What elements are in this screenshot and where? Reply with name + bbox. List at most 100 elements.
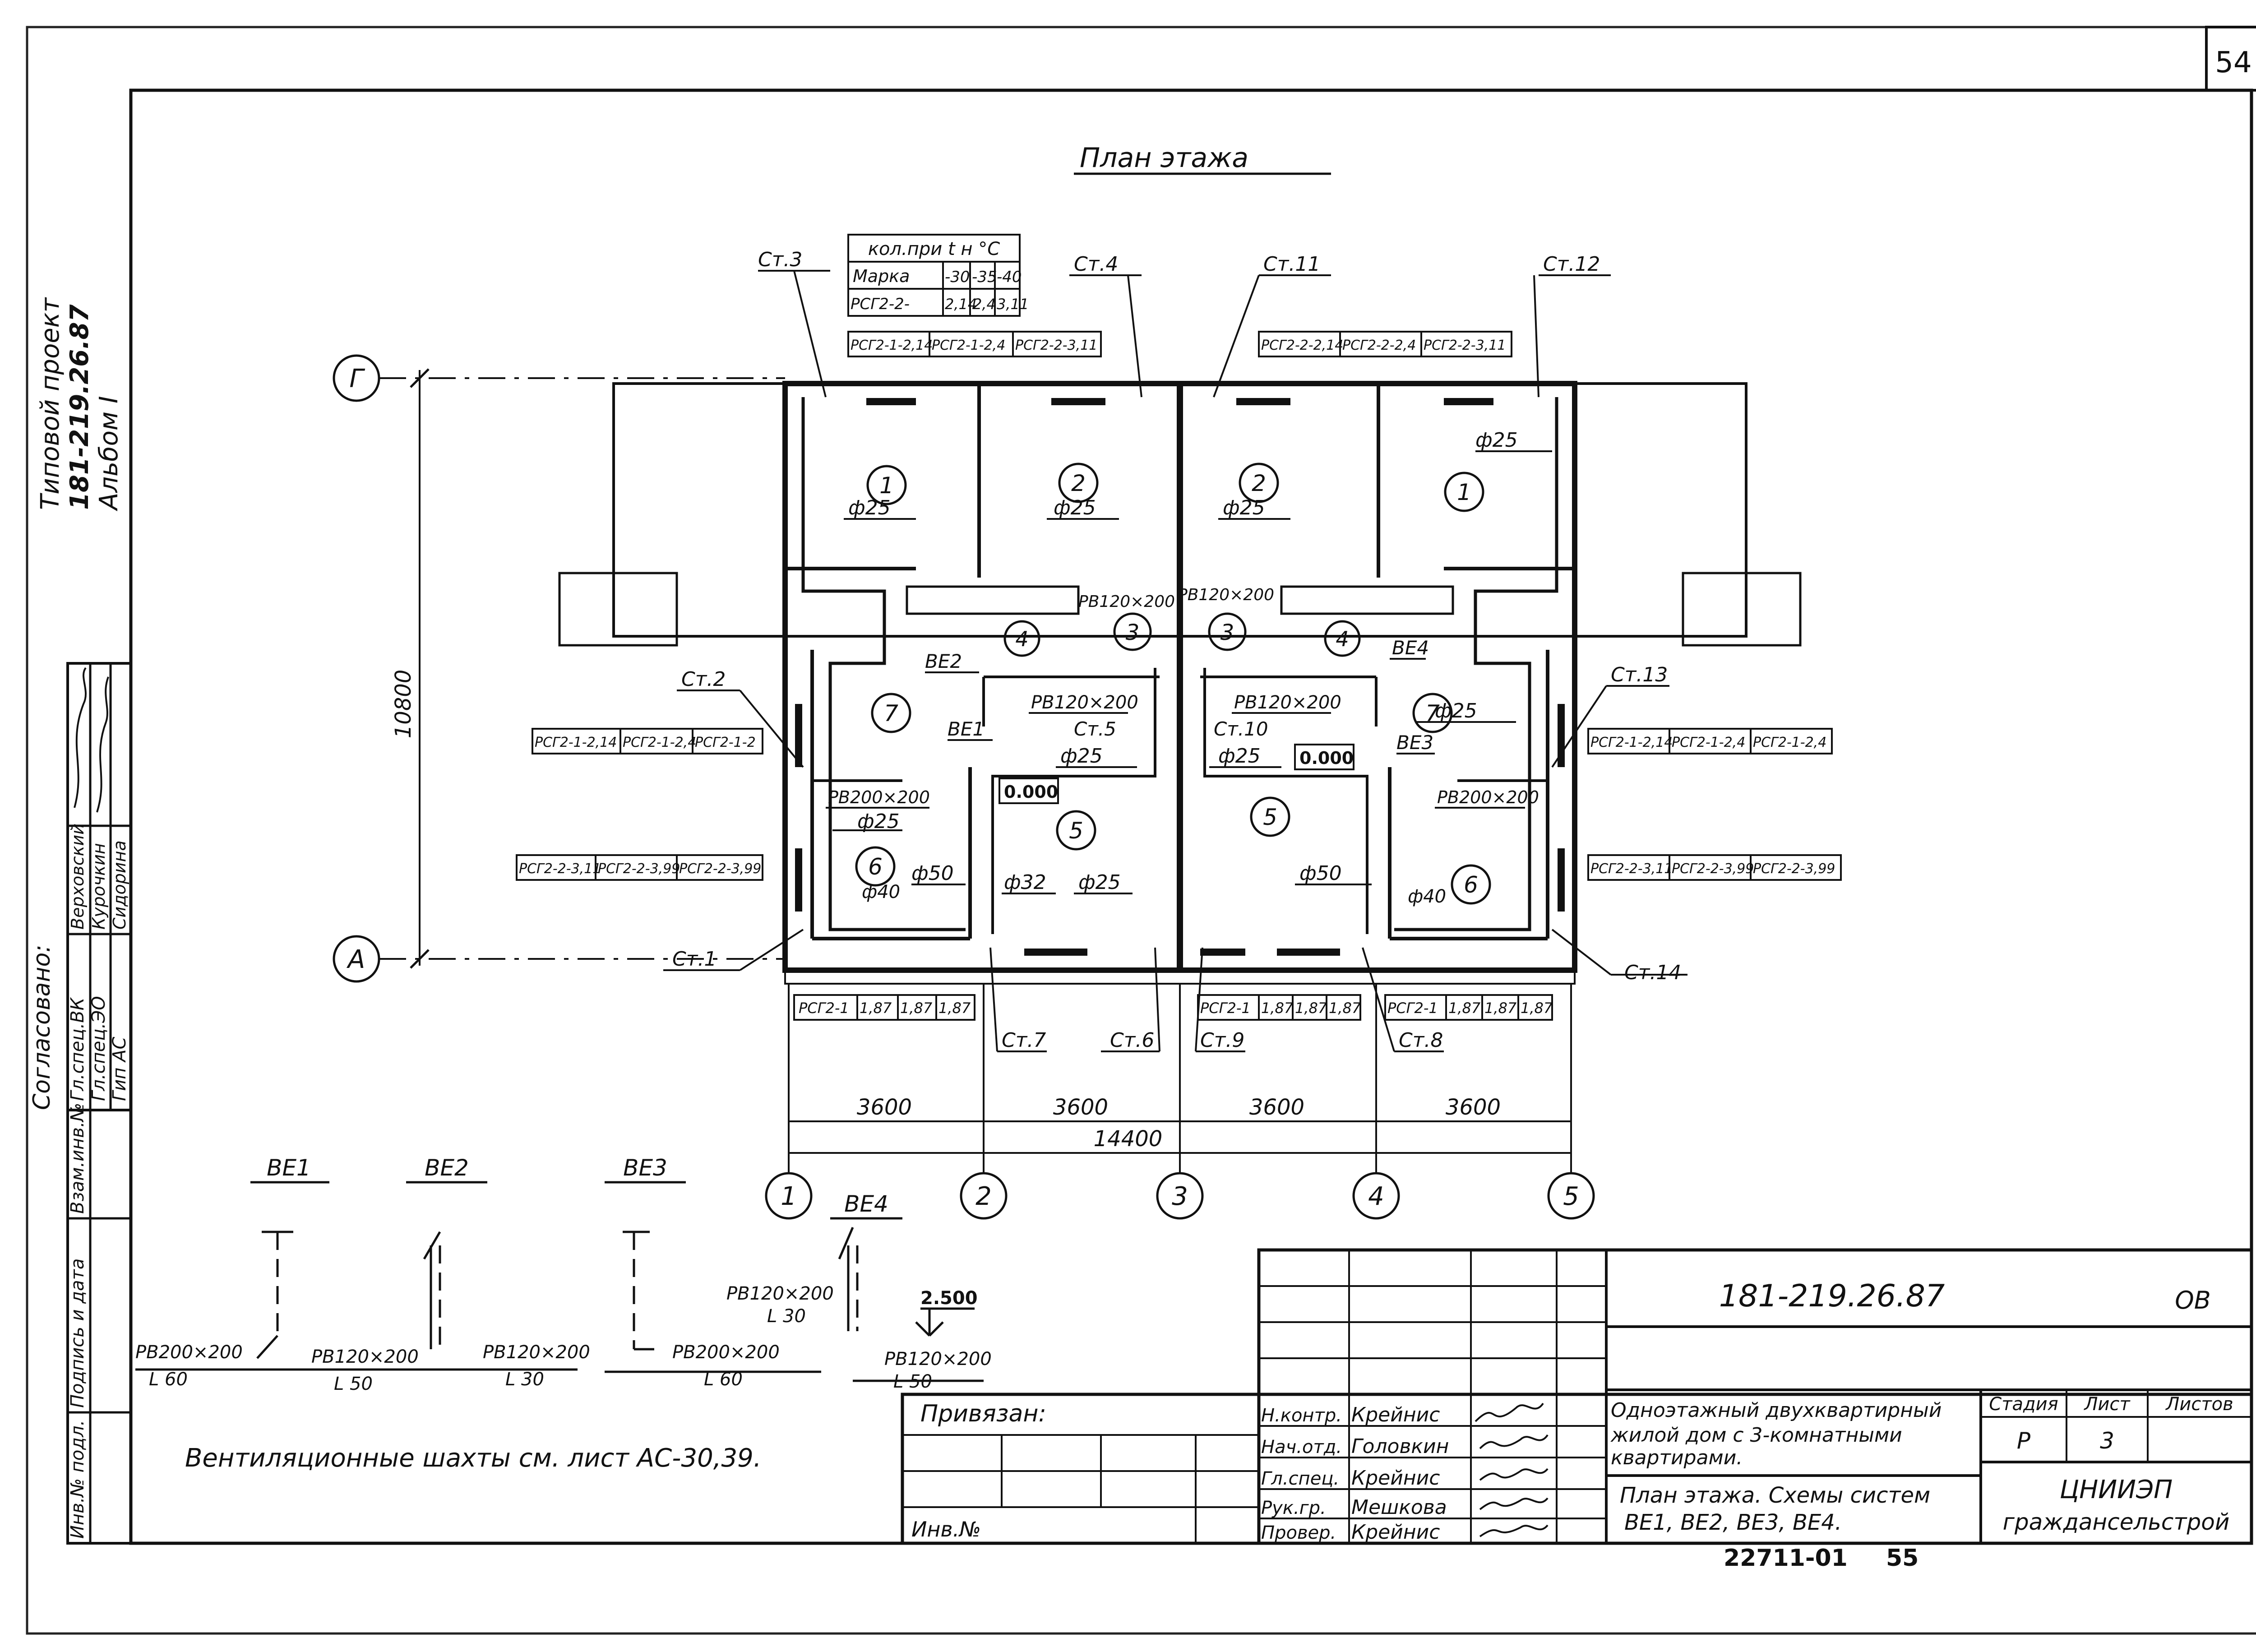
axis-label-4: 4 <box>1368 1182 1384 1211</box>
room-4-left: 4 <box>1015 627 1028 651</box>
tn-r2-c3: 2,4 <box>973 296 996 313</box>
sheet-title-2: ВЕ1, ВЕ2, ВЕ3, ВЕ4. <box>1624 1510 1842 1535</box>
rad-b2-2: 1,87 <box>1261 1000 1294 1017</box>
grille-rb200-1: РВ200×200 <box>828 787 930 807</box>
grille-rb120-4: РВ120×200 <box>1234 692 1341 713</box>
name-nachotd: Головкин <box>1351 1435 1449 1458</box>
pipe-d40-2: ф40 <box>1408 886 1446 907</box>
stage-header: Стадия <box>1989 1394 2058 1415</box>
pipe-d25-9: ф25 <box>1078 871 1121 894</box>
grille-rb120-1: РВ120×200 <box>1078 592 1175 611</box>
pipe-d25-5: ф25 <box>857 810 900 833</box>
rad-tl-2: РСГ2-1-2,4 <box>932 338 1005 353</box>
scheme-ve4-len: L 30 <box>767 1306 806 1327</box>
rad-b3-4: 1,87 <box>1521 1000 1553 1017</box>
axis-bubble-4 <box>1352 1172 1400 1220</box>
vent-ve2: ВЕ2 <box>925 650 962 672</box>
tn-r1-c4: -40 <box>997 268 1022 286</box>
axis-bubble-a <box>333 935 380 983</box>
scheme-ve2-title: ВЕ2 <box>425 1155 469 1181</box>
rad-b3-1: РСГ2-1 <box>1387 1000 1438 1017</box>
role-prover: Провер. <box>1261 1522 1336 1543</box>
pipe-d25-7: ф25 <box>1218 745 1261 768</box>
rad-tr-2: РСГ2-2-2,4 <box>1342 338 1416 353</box>
rad-b3-2: 1,87 <box>1448 1000 1481 1017</box>
level-right: 0.000 <box>1299 748 1354 768</box>
rad-b3-3: 1,87 <box>1484 1000 1517 1017</box>
riser-st2: Ст.2 <box>681 668 726 691</box>
riser-st7: Ст.7 <box>1002 1029 1046 1052</box>
name-prover: Крейнис <box>1351 1521 1440 1544</box>
role-2: Гл.спец.ЭО <box>88 996 109 1101</box>
title-bound: Привязан: <box>920 1400 1046 1427</box>
axis-label-1: 1 <box>781 1182 797 1211</box>
scheme-ve3-len: L 30 <box>505 1369 544 1390</box>
rad-b1-4: 1,87 <box>938 1000 971 1017</box>
rad-ll-3: РСГ2-2-3,99 <box>679 861 761 877</box>
agreed-label: Согласовано: <box>28 944 55 1110</box>
tn-r1-c3: -35 <box>972 268 997 286</box>
rad-b1-3: 1,87 <box>900 1000 933 1017</box>
room-2-left: 2 <box>1071 470 1086 496</box>
ventilation-note: Вентиляционные шахты см. лист АС-30,39. <box>185 1444 762 1473</box>
pipe-d50-2: ф50 <box>1299 862 1342 885</box>
org-name-1: ЦНИИЭП <box>2060 1475 2173 1504</box>
rad-tr-1: РСГ2-2-2,14 <box>1261 338 1343 353</box>
axis-label-g: Г <box>349 364 365 393</box>
scheme-ve2-grille: РВ120×200 <box>311 1347 419 1367</box>
axis-bubble-g <box>333 354 380 402</box>
name-3: Сидорина <box>110 840 129 930</box>
role-nachotd: Нач.отд. <box>1261 1437 1342 1458</box>
rad-lr-1: РСГ2-2-3,11 <box>1590 861 1673 877</box>
scheme-ve3-grille2: РВ200×200 <box>672 1342 780 1363</box>
pipe-d32: ф32 <box>1004 871 1046 894</box>
desc-line-2: жилой дом с 3-комнатными <box>1610 1424 1902 1447</box>
scheme-ve4-len2: L 50 <box>893 1371 932 1392</box>
dim-3600-2: 3600 <box>1053 1095 1108 1120</box>
axis-label-a: А <box>347 945 365 974</box>
project-line-1: Типовой проект <box>36 297 65 510</box>
role-nkontr: Н.контр. <box>1261 1405 1342 1426</box>
riser-st12: Ст.12 <box>1543 253 1600 276</box>
rad-tl-1: РСГ2-1-2,14 <box>851 338 933 353</box>
room-3-left: 3 <box>1126 620 1140 645</box>
pipe-d50-1: ф50 <box>911 862 954 885</box>
axis-label-2: 2 <box>975 1182 992 1211</box>
name-nkontr: Крейнис <box>1351 1403 1440 1426</box>
room-6-right: 6 <box>1464 872 1478 898</box>
room-bubbles <box>855 463 1491 905</box>
pipe-d25-3: ф25 <box>1223 496 1265 519</box>
vent-schemes <box>135 1181 984 1382</box>
desc-line-3: квартирами. <box>1611 1446 1743 1469</box>
desc-line-1: Одноэтажный двухквартирный <box>1611 1399 1942 1422</box>
scheme-ve2-len: L 50 <box>334 1374 373 1394</box>
room-7-left: 7 <box>884 700 898 727</box>
pipe-d25-8: ф25 <box>1435 699 1477 722</box>
org-name-2: граждансельстрой <box>2003 1509 2230 1535</box>
tn-r2-c1: РСГ2-2- <box>851 295 910 313</box>
pipe-d25-1: ф25 <box>848 496 891 519</box>
vent-ve3: ВЕ3 <box>1396 731 1433 754</box>
axes <box>333 354 1595 1220</box>
room-3-right: 3 <box>1220 620 1234 645</box>
riser-st11: Ст.11 <box>1263 253 1320 276</box>
scheme-ve4-grille2: РВ120×200 <box>884 1349 992 1370</box>
rad-ll-1: РСГ2-2-3,11 <box>519 861 601 877</box>
axis-label-5: 5 <box>1563 1182 1579 1211</box>
room-5-left: 5 <box>1069 818 1083 844</box>
sheet-value: 3 <box>2100 1428 2114 1454</box>
name-rukgr: Мешкова <box>1351 1496 1447 1519</box>
project-line-3: Альбом I <box>94 396 124 511</box>
scheme-ve4-level: 2.500 <box>920 1288 978 1309</box>
riser-st1: Ст.1 <box>672 948 717 971</box>
grille-rb120-2: РВ120×200 <box>1178 586 1274 604</box>
title-block <box>901 1248 2253 1545</box>
grille-rb200-2: РВ200×200 <box>1437 787 1539 807</box>
sheet-number: 54 <box>2215 46 2251 79</box>
dim-3600-3: 3600 <box>1249 1095 1304 1120</box>
rad-b2-3: 1,87 <box>1295 1000 1327 1017</box>
rad-mr-3: РСГ2-1-2,4 <box>1753 735 1826 750</box>
rad-b2-4: 1,87 <box>1329 1000 1361 1017</box>
dim-10800: 10800 <box>391 670 416 739</box>
